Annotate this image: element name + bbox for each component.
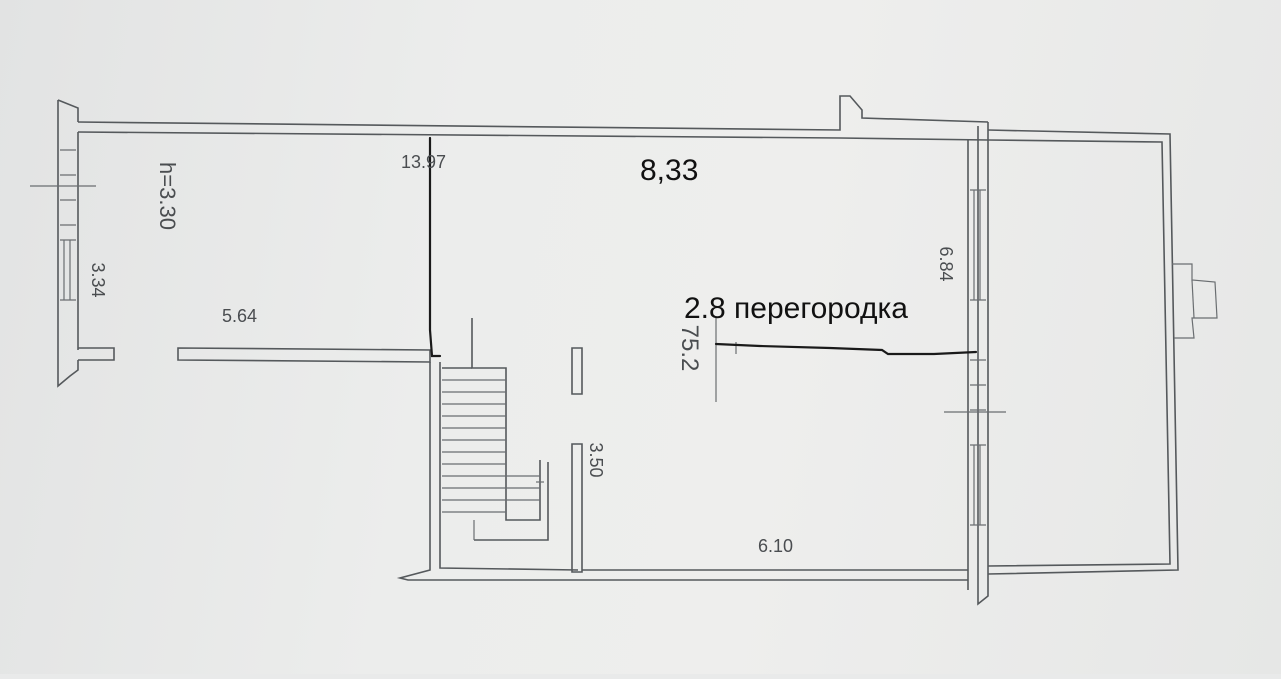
label-stair-wall: 3.50 bbox=[586, 442, 606, 477]
label-height: h=3.30 bbox=[155, 162, 180, 230]
pen-line-vertical bbox=[428, 136, 442, 358]
terrace bbox=[987, 129, 1218, 575]
pen-line-partition bbox=[714, 342, 978, 356]
label-room-bottom: 6.10 bbox=[758, 536, 793, 556]
outer-walls bbox=[30, 95, 1006, 606]
label-wall-right: 6.84 bbox=[936, 246, 956, 281]
label-area: 75.2 bbox=[676, 325, 703, 372]
label-wall-left: 3.34 bbox=[88, 262, 108, 297]
annotation-partition-note: 2.8 перегородка bbox=[684, 292, 908, 325]
label-wall-top: 13.97 bbox=[401, 152, 446, 172]
annotation-top-note: 8,33 bbox=[640, 154, 698, 187]
staircase bbox=[442, 318, 583, 573]
label-room-left-width: 5.64 bbox=[222, 306, 257, 326]
